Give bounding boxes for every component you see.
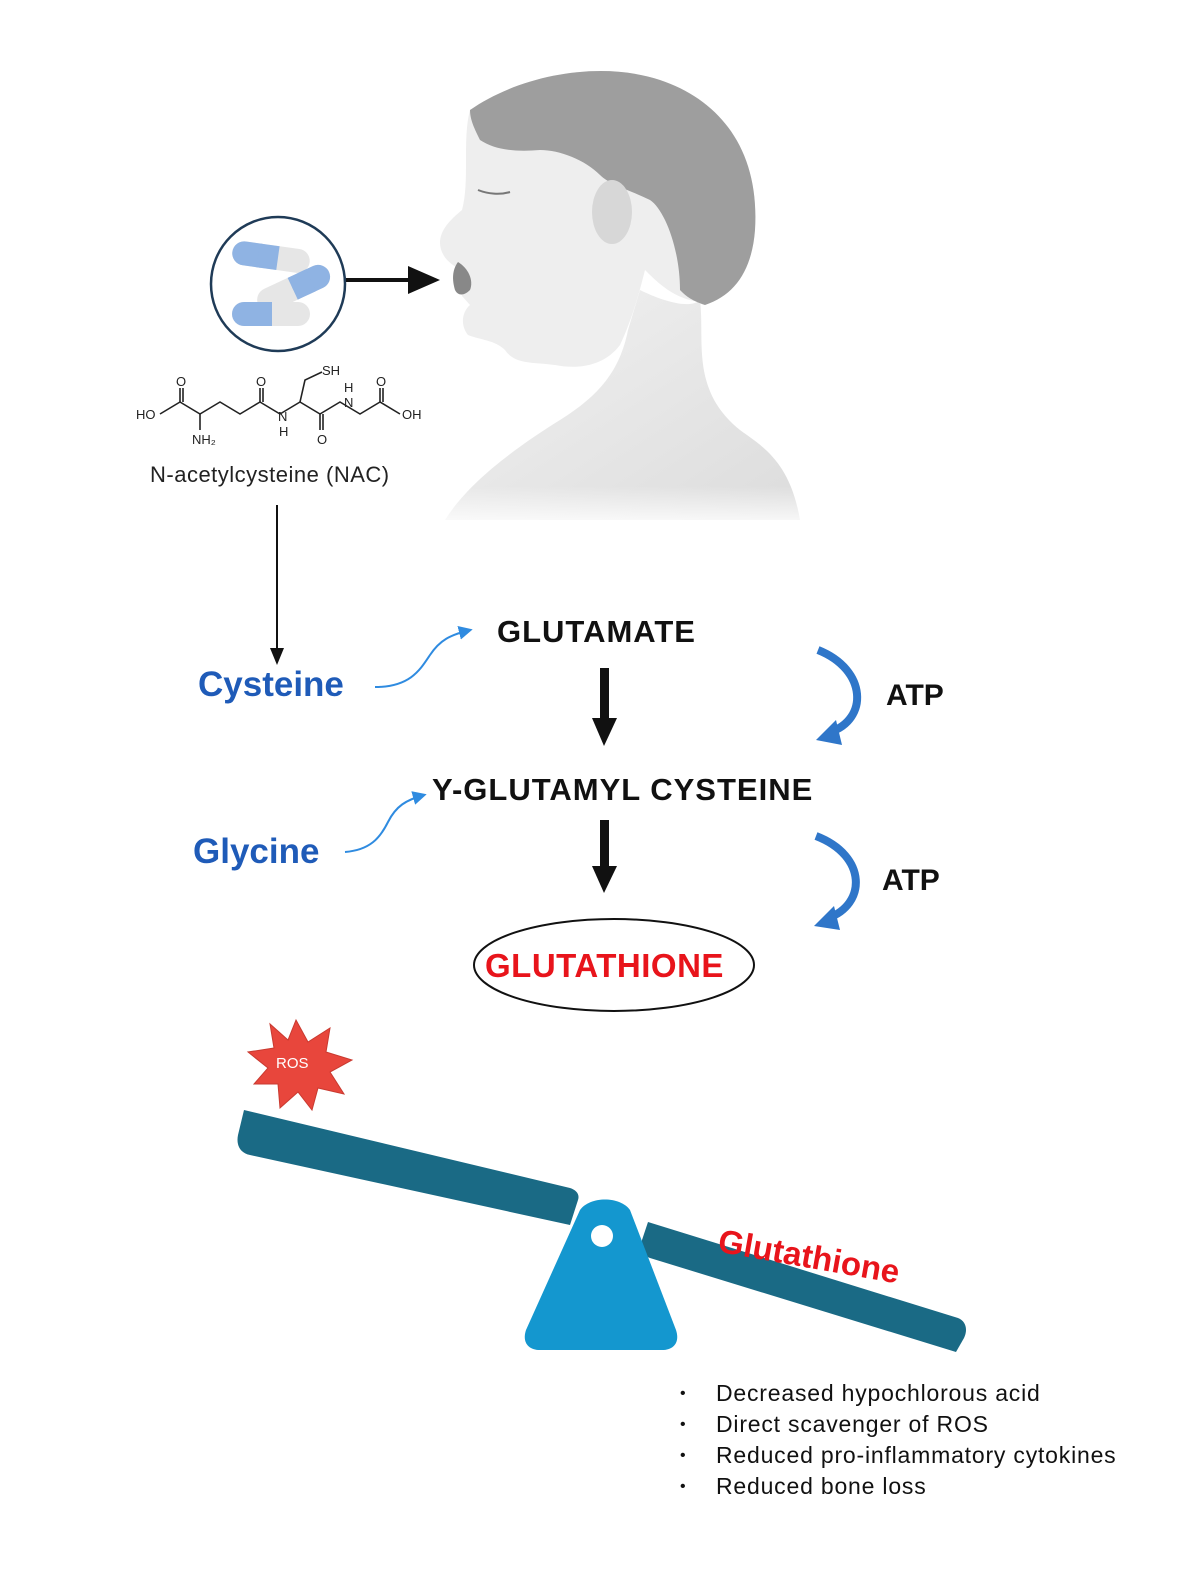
svg-text:O: O [376,374,386,389]
pathway-arrow-1 [592,668,617,746]
glutamate-label: GLUTAMATE [497,614,696,649]
nac-label: N-acetylcysteine (NAC) [150,462,390,487]
svg-text:N: N [344,395,353,410]
svg-text:SH: SH [322,363,340,378]
cysteine-join-arrow [374,625,473,688]
effects-list: Decreased hypochlorous acid Direct scave… [676,1378,1116,1502]
svg-text:O: O [256,374,266,389]
svg-text:H: H [279,424,288,439]
svg-text:H: H [344,380,353,395]
svg-text:HO: HO [136,407,156,422]
svg-text:O: O [176,374,186,389]
atp-arrow-1 [816,646,861,745]
seesaw-icon [237,1110,966,1352]
svg-text:O: O [317,432,327,447]
list-item: Decreased hypochlorous acid [676,1378,1116,1409]
atp-label-1: ATP [886,679,944,712]
cysteine-label: Cysteine [198,665,344,704]
list-item: Direct scavenger of ROS [676,1409,1116,1440]
glycine-join-arrow [344,791,427,853]
atp-label-2: ATP [882,864,940,897]
svg-text:OH: OH [402,407,422,422]
nac-to-cysteine-arrow [270,505,284,665]
capsules-icon [209,215,347,353]
list-item: Reduced pro-inflammatory cytokines [676,1440,1116,1471]
ros-burst-icon [246,1018,354,1112]
ingestion-arrow [346,266,440,294]
glutathione-oval [473,918,755,1012]
ros-label: ROS [276,1055,309,1072]
svg-text:N: N [278,409,287,424]
glutathione-product-label: GLUTATHIONE [485,947,724,984]
nac-structure [159,371,401,430]
svg-text:NH₂: NH₂ [192,432,216,447]
gamma-glutamyl-cysteine-label: Y-GLUTAMYL CYSTEINE [432,772,814,807]
human-head-icon [420,71,820,530]
list-item: Reduced bone loss [676,1471,1116,1502]
glycine-label: Glycine [193,832,320,871]
pathway-arrow-2 [592,820,617,893]
nac-structure-labels: HO O O SH O H N N H O OH NH₂ [136,363,422,447]
atp-arrow-2 [814,832,860,930]
